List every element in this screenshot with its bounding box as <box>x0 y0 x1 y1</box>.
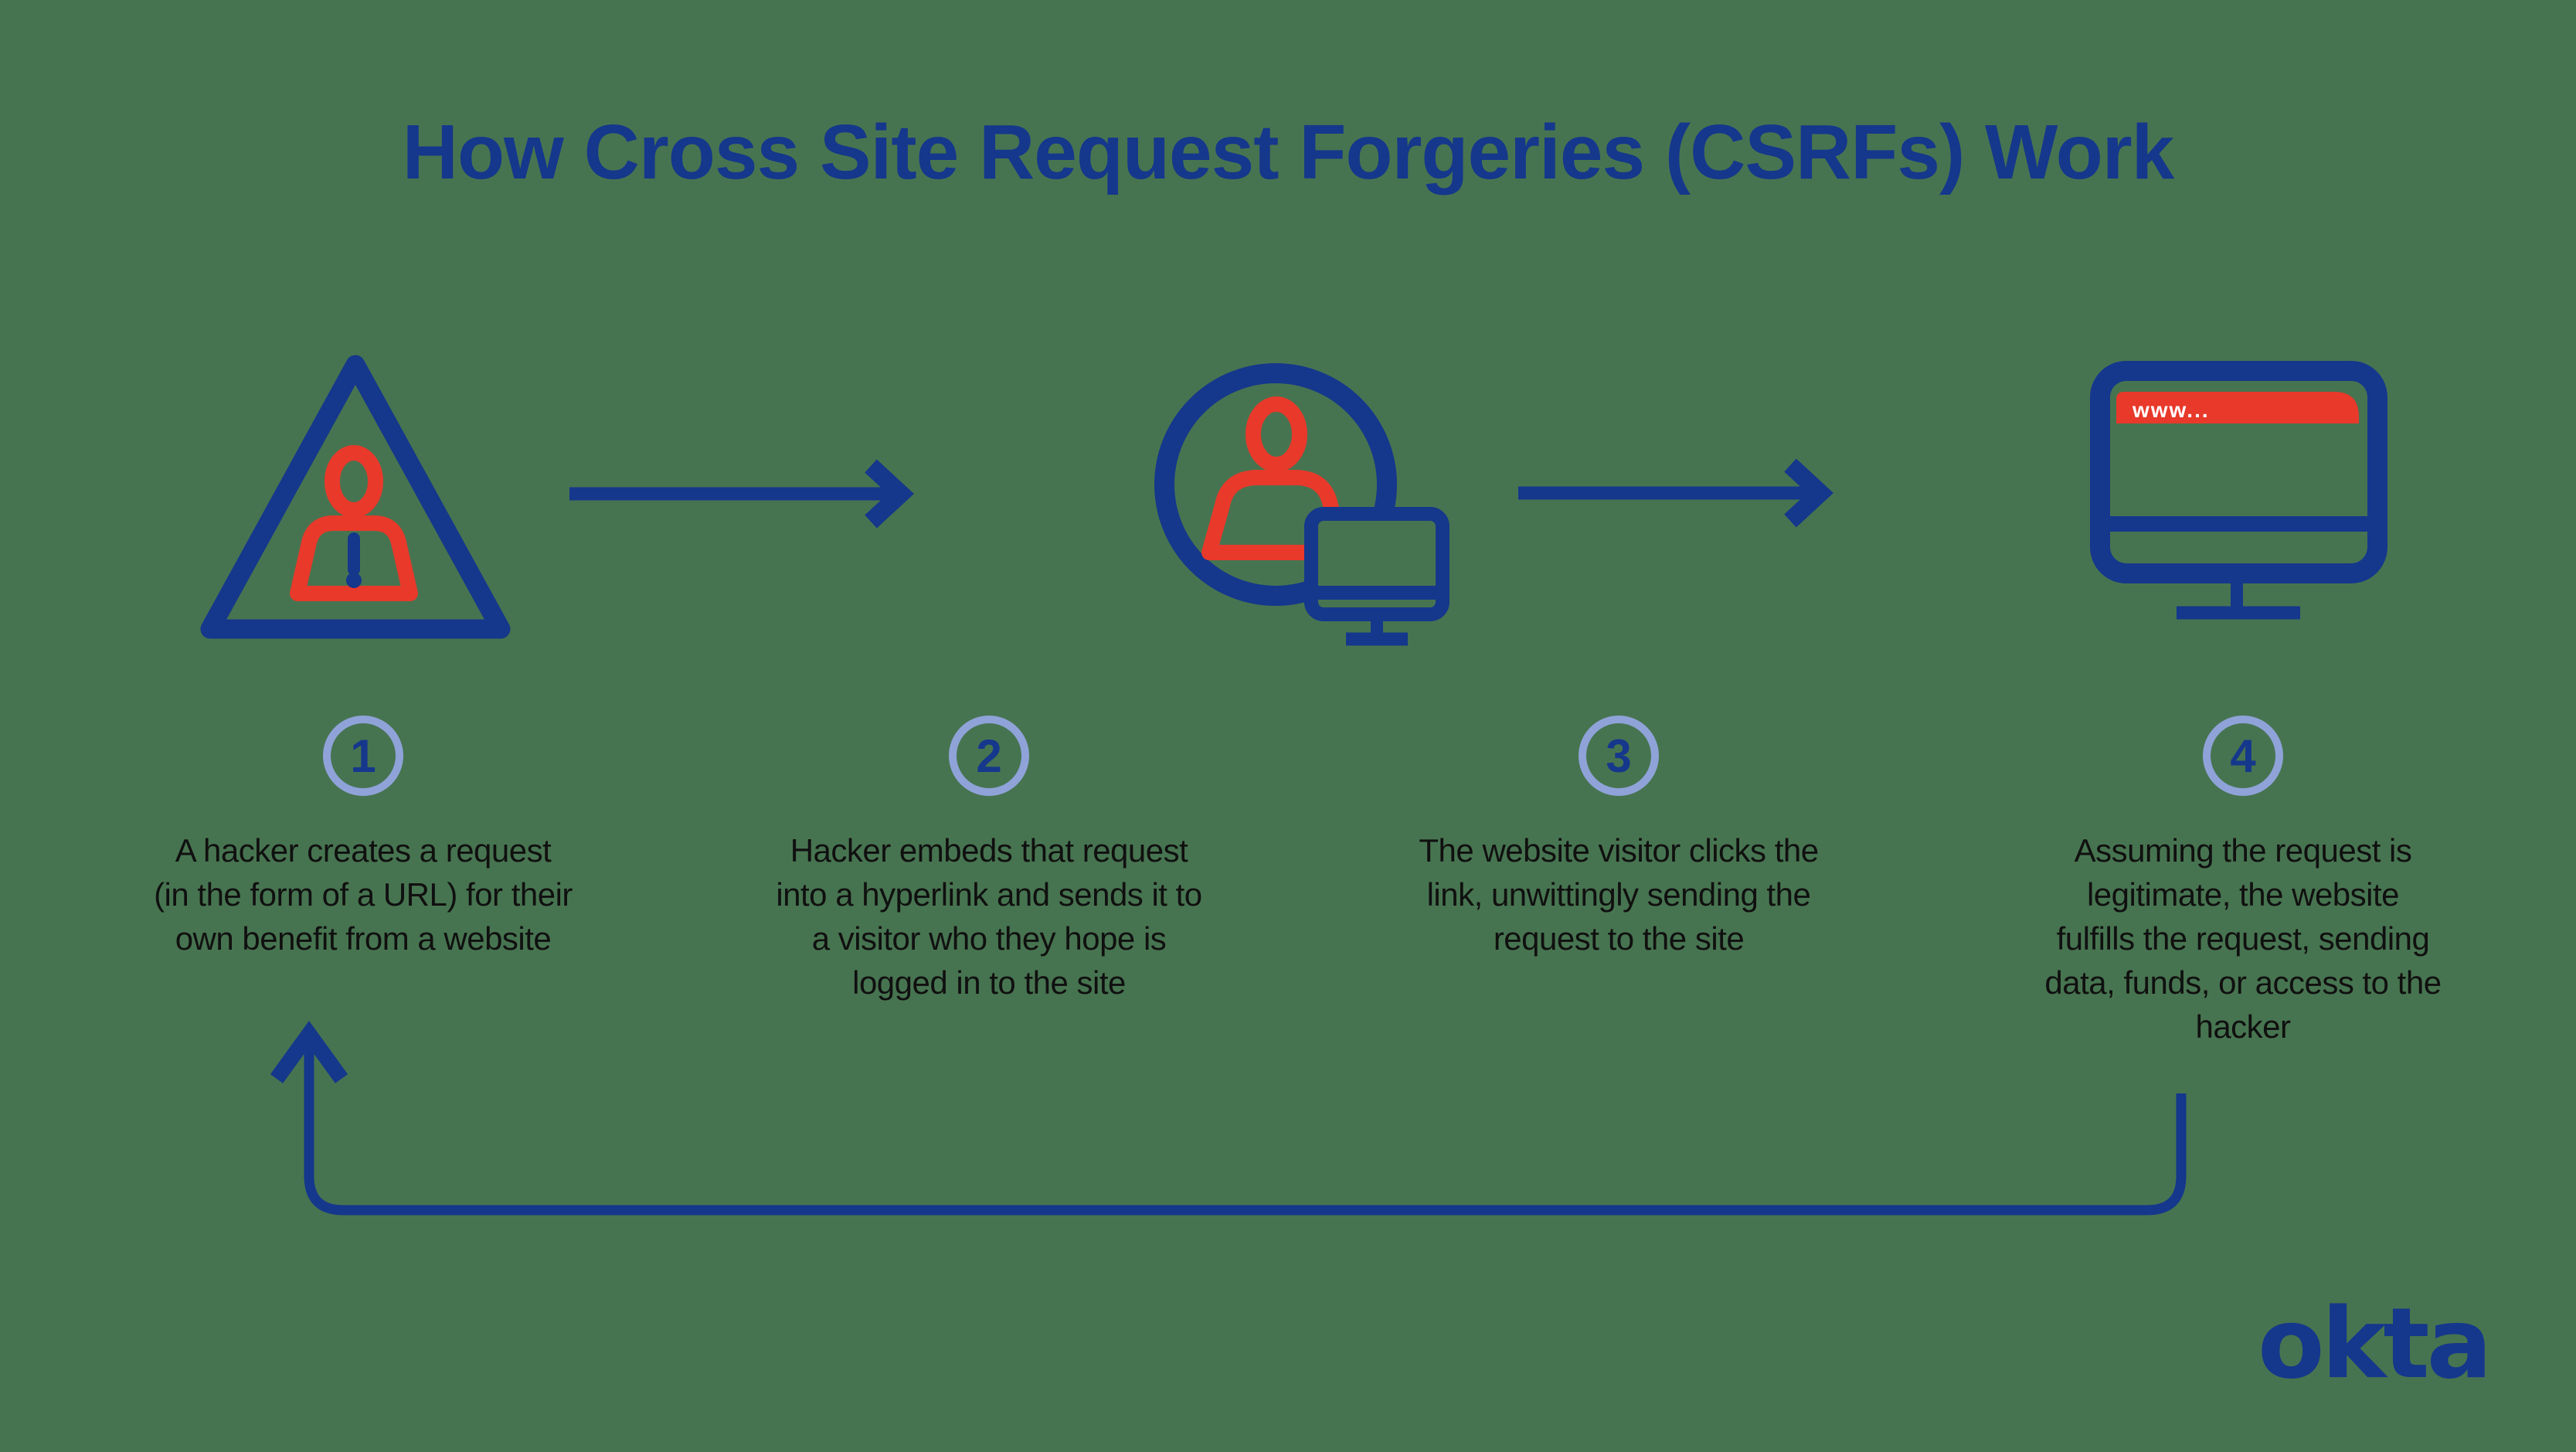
description-line: link, unwittingly sending the <box>1426 876 1811 913</box>
description-line: request to the site <box>1493 920 1745 957</box>
description-line: own benefit from a website <box>175 920 552 957</box>
description-line: Assuming the request is <box>2074 832 2412 869</box>
description-line: logged in to the site <box>852 964 1126 1001</box>
return-loop-arrow-icon <box>270 1020 2187 1216</box>
page-title: How Cross Site Request Forgeries (CSRFs)… <box>402 109 2175 196</box>
description-line: Hacker embeds that request <box>790 832 1188 869</box>
hacker-body <box>290 515 418 601</box>
description-line: a visitor who they hope is <box>811 920 1167 957</box>
browser-url-text: www... <box>2132 398 2210 422</box>
description-line: hacker <box>2195 1008 2291 1045</box>
description-line: A hacker creates a request <box>175 832 552 869</box>
visitor-with-computer-icon <box>1154 363 1449 646</box>
description-line: fulfills the request, sending <box>2056 920 2430 957</box>
step-2-number-badge: 2 <box>949 716 1029 796</box>
website-browser-monitor-icon: www... <box>2090 361 2387 620</box>
step-3-number: 3 <box>1606 729 1632 782</box>
warning-triangle-outline <box>200 355 511 639</box>
description-line: The website visitor clicks the <box>1419 832 1819 869</box>
visitor-body <box>1201 470 1351 560</box>
step-4-number: 4 <box>2230 729 2256 782</box>
okta-logo: okta <box>2258 1287 2493 1400</box>
visitor-head <box>1246 396 1307 472</box>
step-2-description: Hacker embeds that request into a hyperl… <box>695 828 1283 1005</box>
step-1-number-badge: 1 <box>323 716 403 796</box>
step-3-number-badge: 3 <box>1579 716 1659 796</box>
browser-url-bar <box>2116 392 2359 423</box>
description-line: data, funds, or access to the <box>2044 964 2442 1001</box>
hacker-head <box>325 445 383 518</box>
step-4-number-badge: 4 <box>2203 716 2283 796</box>
hacker-warning-triangle-icon <box>200 355 511 639</box>
step-4-description: Assuming the request is legitimate, the … <box>1949 828 2537 1049</box>
description-line: into a hyperlink and sends it to <box>776 876 1202 913</box>
visitor-circle-outline <box>1154 363 1397 606</box>
step-1-number: 1 <box>350 729 376 782</box>
arrow-step1-to-step2-icon <box>569 459 914 529</box>
exclamation-mark-dot <box>346 573 362 588</box>
description-line: legitimate, the website <box>2086 876 2400 913</box>
step-2-number: 2 <box>976 729 1002 782</box>
arrow-step3-to-step4-icon <box>1518 458 1833 528</box>
step-1-description: A hacker creates a request (in the form … <box>70 828 657 961</box>
step-3-description: The website visitor clicks the link, unw… <box>1325 828 1912 961</box>
description-line: (in the form of a URL) for their <box>154 876 573 913</box>
